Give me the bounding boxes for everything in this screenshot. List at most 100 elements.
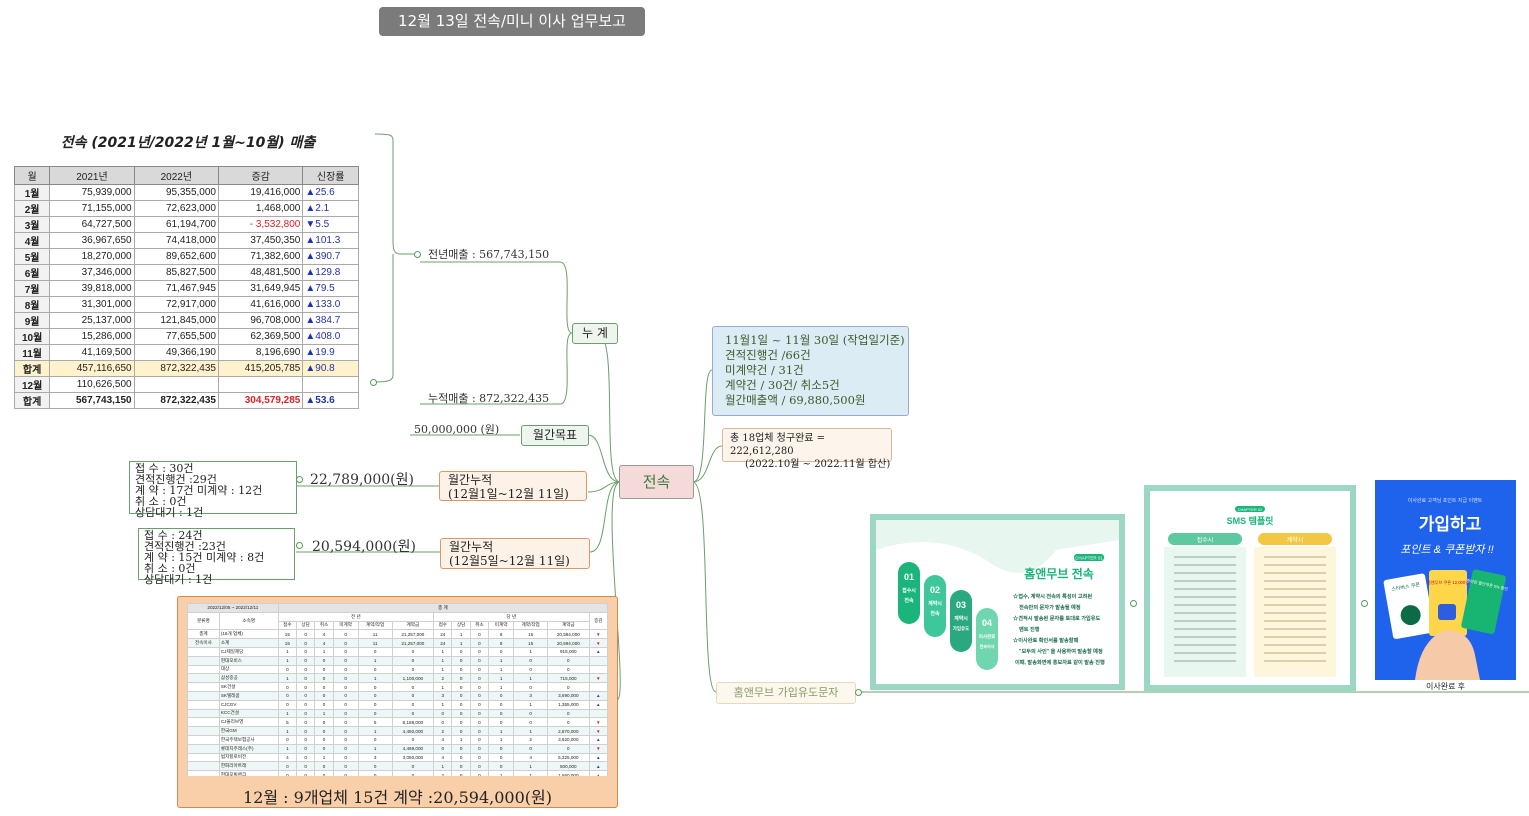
detail-cell: 롯데지주레스(주)	[218, 743, 279, 754]
detail-table-panel: 2022/12/05 ~ 2022/12/11 총 계 분류명 소속명 전 년 …	[177, 596, 618, 808]
detail-subheader: 취소	[314, 620, 334, 631]
detail-cell: 0	[513, 708, 549, 719]
detail-cell: 0	[277, 690, 298, 701]
detail-cell: 1	[488, 734, 515, 745]
detail-cell: 1	[277, 708, 298, 719]
detail-cell: 0	[469, 655, 490, 666]
detail-cell: 5	[277, 717, 298, 728]
sales-cell: ▲53.6	[302, 392, 359, 409]
detail-subheader: 접수	[277, 620, 298, 631]
detail-cell: 11	[357, 638, 393, 648]
sales-cell: 71,155,000	[49, 200, 135, 217]
detail-cell: 2	[513, 734, 549, 745]
detail-cell: ▲	[588, 752, 608, 763]
cumulative-node[interactable]: 누 계	[572, 323, 618, 344]
detail-cell: 0	[488, 752, 515, 763]
detail-cell: 500,000	[547, 761, 590, 772]
detail-subheader: 상담	[451, 620, 471, 631]
center-node[interactable]: 전속	[619, 465, 694, 499]
monthly-cum-2-amount: 20,594,000(원)	[312, 539, 416, 555]
detail-cell: 0	[469, 673, 490, 684]
detail-cell: 0	[451, 752, 471, 763]
monthly-goal-value: 50,000,000 (원)	[414, 423, 500, 436]
detail-cell: 0	[451, 646, 471, 657]
detail-cell: CJ제일제당	[218, 646, 279, 657]
monthly-cum-1-node[interactable]: 월간누적 (12월1일~12월 11일)	[439, 471, 587, 501]
detail-cell: 2	[433, 770, 453, 776]
sales-cell: 110,626,500	[49, 376, 135, 393]
november-summary-node[interactable]: 11월1일 ~ 11월 30일 (작업일기준) 견적진행건 /66건 미계약건 …	[712, 326, 909, 416]
detail-cell	[187, 761, 220, 772]
connector-dot	[414, 251, 421, 258]
sales-cell: 49,366,190	[133, 344, 220, 361]
detail-cell: 0	[433, 743, 453, 754]
sales-cell: 8월	[13, 296, 51, 313]
monthly-cum-2-label: 월간누적	[449, 540, 494, 554]
detail-cell: 0	[332, 726, 359, 736]
detail-cell: 0	[451, 761, 471, 772]
detail-cell: 0	[547, 717, 590, 728]
detail-cell	[187, 770, 220, 776]
sales-cell: 11월	[13, 344, 51, 361]
detail-cell: ▲	[588, 770, 608, 776]
detail-cell: 0	[547, 664, 590, 675]
poster-1-bullet: ☆접수, 계약시 전속의 특성이 고려된	[1013, 592, 1092, 600]
poster-1-chapter: CHAPTER 01	[1075, 556, 1103, 561]
detail-cell: 0	[295, 761, 316, 772]
poster-3-small: 이사완료 고객님 포인트 지급 이벤트	[1408, 497, 1483, 504]
detail-cell: ▲	[588, 734, 608, 745]
detail-cell: 0	[314, 655, 334, 666]
detail-cell: 4	[433, 752, 453, 763]
poster-3-graphic: 이사완료 고객님 포인트 지급 이벤트 가입하고 포인트 & 쿠폰받자 !! 스…	[1375, 480, 1516, 680]
stat-line: 취 소 : 0건	[135, 495, 187, 508]
detail-cell: 4	[314, 629, 334, 640]
detail-cell	[187, 655, 220, 666]
detail-cell: 4,469,000	[391, 743, 435, 754]
stat-line: 견적진행건 :23건	[144, 540, 226, 553]
sales-cell: ▲19.9	[302, 344, 359, 361]
sales-cell: 74,418,000	[133, 232, 220, 249]
detail-cell: 0	[314, 699, 334, 710]
detail-cell: ▼	[588, 726, 608, 736]
detail-col-b: 소속명	[218, 611, 279, 631]
detail-subheader: 계약금	[547, 620, 590, 631]
monthly-goal-node[interactable]: 월간목표	[521, 425, 589, 446]
sales-cell: ▲2.1	[302, 200, 359, 217]
detail-cell: 0	[295, 638, 316, 648]
detail-cell: 1	[314, 752, 334, 763]
detail-cell: 0	[295, 673, 316, 684]
sales-cell: 25,137,000	[49, 312, 135, 329]
detail-cell: 0	[357, 682, 393, 692]
poster-1-bullet: 멘트 진행	[1019, 625, 1040, 633]
detail-cell: 0	[451, 770, 471, 776]
detail-cell: 0	[469, 699, 490, 710]
detail-cell: 0	[357, 646, 393, 657]
ticket-2: 홈앤무브 쿠폰 12,000원	[1427, 579, 1469, 586]
detail-cell: 0	[469, 761, 490, 772]
monthly-cum-2-node[interactable]: 월간누적 (12월5일~12월 11일)	[440, 538, 590, 569]
sales-cell	[302, 376, 359, 393]
step-label-2: 계약시	[928, 600, 942, 607]
sales-cell: 37,450,350	[217, 232, 304, 249]
sales-cell: 872,322,435	[133, 360, 220, 377]
sales-cell: 71,467,945	[133, 280, 220, 297]
detail-cell: 1	[433, 646, 453, 657]
poster-1-bullet: 이때, 발송화면에 홍보자료 같이 발송 진행	[1015, 658, 1105, 666]
billing-node[interactable]: 총 18업체 청구완료 = 222,612,280 (2022.10월 ~ 20…	[722, 428, 892, 470]
stat-line: 접 수 : 24건	[144, 529, 203, 542]
stat-line: 상담대기 : 1건	[144, 573, 213, 586]
guide-sms-node[interactable]: 홈앤무브 가입유도문자	[716, 682, 856, 704]
detail-cell: 1	[488, 673, 515, 684]
detail-cell: 0	[277, 664, 298, 675]
detail-cell: 0	[314, 664, 334, 675]
header-month: 월	[13, 166, 51, 185]
detail-cell: 1	[357, 655, 393, 666]
sales-cell: 41,616,000	[217, 296, 304, 313]
sales-cell: 37,346,000	[49, 264, 135, 281]
